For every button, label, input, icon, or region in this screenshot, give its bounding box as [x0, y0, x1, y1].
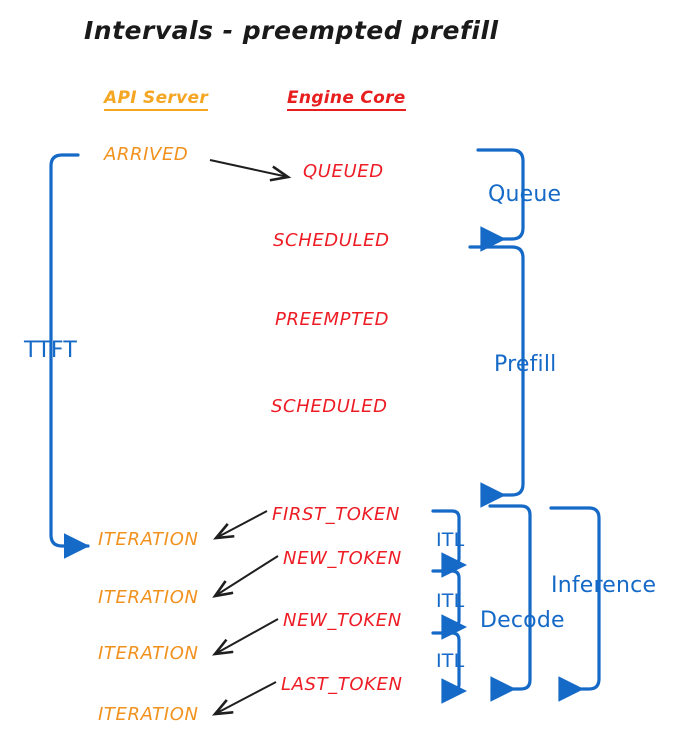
- arrow-new-token-to-iteration-2: [215, 618, 279, 654]
- arrow-arrived-to-queued: [209, 159, 288, 177]
- ttft-bracket: [49, 153, 90, 559]
- engine-state-queued: QUEUED: [303, 161, 384, 182]
- interval-label-decode: Decode: [480, 608, 565, 633]
- engine-state-first-token: FIRST_TOKEN: [272, 504, 400, 525]
- interval-label-prefill: Prefill: [494, 352, 557, 377]
- decode-bracket: [488, 504, 532, 702]
- engine-state-new-token-2: NEW_TOKEN: [283, 610, 402, 631]
- api-state-iteration-4: ITERATION: [98, 704, 199, 725]
- engine-state-scheduled-1: SCHEDULED: [273, 230, 390, 251]
- itl-bracket-1: [431, 509, 467, 578]
- itl-bracket-2: [431, 569, 467, 640]
- inference-bracket: [549, 506, 601, 702]
- interval-label-queue: Queue: [488, 182, 562, 207]
- interval-label-inference: Inference: [551, 573, 657, 598]
- engine-state-new-token-1: NEW_TOKEN: [283, 548, 402, 569]
- api-state-iteration-3: ITERATION: [98, 643, 199, 664]
- interval-label-itl-3: ITL: [436, 650, 465, 672]
- arrow-first-token-to-iteration: [216, 510, 268, 538]
- arrow-new-token-to-iteration-1: [215, 555, 279, 596]
- column-header-engine-core: Engine Core: [287, 90, 406, 111]
- prefill-bracket: [468, 245, 525, 508]
- column-header-api-server: API Server: [104, 90, 209, 111]
- engine-state-preempted: PREEMPTED: [275, 309, 390, 330]
- queue-bracket: [476, 148, 525, 252]
- arrow-last-token-to-iteration: [215, 681, 277, 714]
- engine-state-last-token: LAST_TOKEN: [281, 674, 403, 695]
- api-state-iteration-2: ITERATION: [98, 587, 199, 608]
- itl-bracket-3: [431, 631, 467, 704]
- diagram-title: Intervals - preempted prefill: [84, 16, 499, 45]
- interval-label-itl-2: ITL: [436, 590, 465, 612]
- engine-state-scheduled-2: SCHEDULED: [271, 396, 388, 417]
- interval-label-itl-1: ITL: [436, 529, 465, 551]
- api-state-iteration-1: ITERATION: [98, 529, 199, 550]
- interval-label-ttft: TTFT: [24, 338, 77, 363]
- api-state-arrived: ARRIVED: [104, 144, 189, 165]
